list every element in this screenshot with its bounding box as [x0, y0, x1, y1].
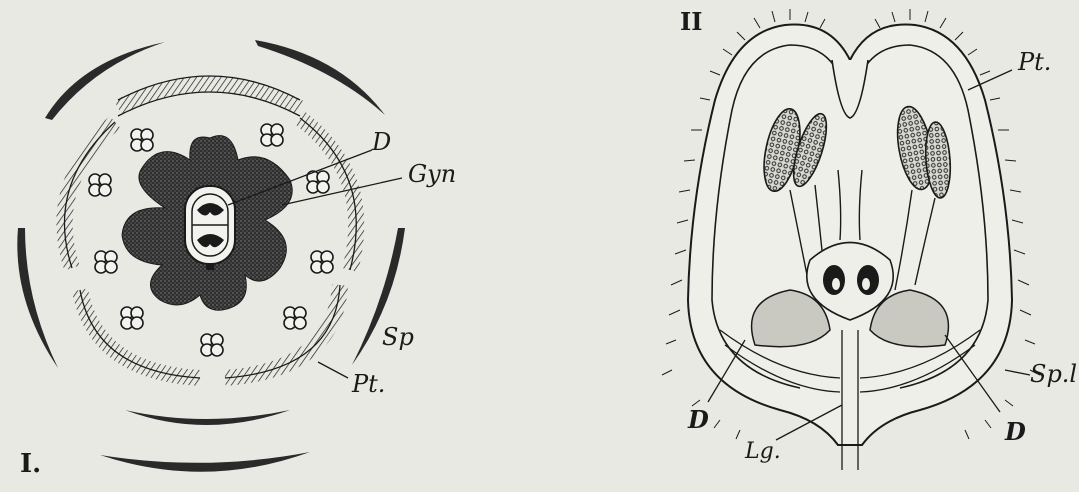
sepal-top-left — [45, 42, 165, 120]
stamen — [89, 174, 111, 196]
stamen — [284, 307, 306, 329]
label-disc: D — [371, 128, 391, 156]
stamen — [311, 251, 333, 273]
stamen — [201, 334, 223, 356]
label-petal-two: Pt. — [1017, 48, 1051, 76]
figure-two-numeral: II — [680, 7, 702, 36]
stamen — [131, 129, 153, 151]
label-sepal: Sp — [382, 323, 414, 351]
figure-two-diagram — [662, 9, 1040, 470]
label-gynoecium: Gyn — [408, 160, 456, 188]
label-disc-left: D — [687, 405, 709, 434]
stamen — [121, 307, 143, 329]
sepal-bottom-lower — [100, 452, 310, 472]
sepal-bottom-upper — [125, 410, 290, 425]
stamen — [261, 124, 283, 146]
sepal-left — [17, 228, 58, 368]
figure-one-numeral: I. — [20, 449, 41, 479]
label-disc-right: D — [1004, 417, 1026, 446]
label-petal: Pt. — [351, 370, 385, 398]
figure-one-diagram — [17, 40, 405, 472]
label-ligule: Lg. — [744, 439, 781, 464]
stamen — [307, 171, 329, 193]
gynoecium — [185, 186, 235, 270]
stamen — [95, 251, 117, 273]
label-sepal-two: Sp.l — [1030, 360, 1077, 388]
